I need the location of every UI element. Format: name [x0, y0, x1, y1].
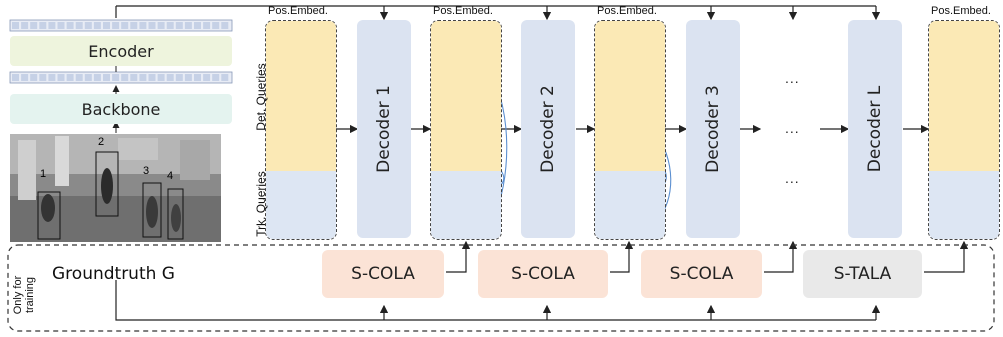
decoder-l: Decoder L	[848, 20, 902, 238]
token-cell	[221, 74, 229, 81]
token-cell	[39, 74, 47, 81]
decoder-2-label: Decoder 2	[538, 85, 559, 173]
token-cell	[166, 22, 174, 29]
s-tala-module: S-TALA	[803, 250, 922, 298]
token-cell	[39, 22, 47, 29]
s-tala-label: S-TALA	[833, 264, 892, 284]
backbone-box: Backbone	[10, 94, 232, 124]
token-cell	[21, 74, 29, 81]
backbone-label: Backbone	[81, 99, 161, 119]
encoder-label: Encoder	[88, 41, 154, 61]
det-queries-label: Det. Queries	[254, 63, 268, 131]
token-cell	[66, 22, 74, 29]
decoder-1-label: Decoder 1	[374, 85, 395, 173]
token-cell	[48, 22, 56, 29]
token-cell	[93, 74, 101, 81]
decoder-2: Decoder 2	[521, 20, 575, 238]
query-group-4	[928, 20, 1000, 240]
s-cola-module-2: S-COLA	[478, 250, 608, 298]
token-cell	[103, 22, 110, 29]
pos-embed-label-1: Pos.Embed.	[268, 5, 328, 17]
token-cell	[112, 74, 120, 81]
query-group-1	[265, 20, 337, 240]
token-cell	[30, 74, 38, 81]
token-cell	[203, 74, 211, 81]
encoder-box: Encoder	[10, 36, 232, 66]
token-cell	[203, 22, 211, 29]
token-cell	[130, 22, 138, 29]
token-cell	[75, 22, 83, 29]
frame-id-4: 4	[167, 170, 174, 182]
decoder-l-label: Decoder L	[865, 85, 886, 173]
token-strip-mid	[9, 71, 233, 84]
token-cell	[75, 74, 83, 81]
token-cell	[184, 74, 192, 81]
token-cell	[175, 74, 183, 81]
ellipsis-bot: ...	[785, 170, 800, 186]
encoder-memory-lines	[115, 5, 881, 21]
token-cell	[139, 74, 147, 81]
token-cell	[212, 22, 220, 29]
s-cola-module-1: S-COLA	[322, 250, 444, 298]
token-cell	[148, 74, 156, 81]
token-cell	[112, 22, 120, 29]
token-cell	[57, 22, 65, 29]
ellipsis-top: ...	[785, 70, 800, 86]
token-cell	[130, 74, 138, 81]
token-cell	[93, 22, 101, 29]
s-cola-2-label: S-COLA	[511, 264, 575, 284]
trk-queries-label: Trk. Queries	[254, 171, 268, 237]
token-cell	[175, 22, 183, 29]
token-cell	[139, 22, 147, 29]
token-strip-top	[9, 19, 233, 32]
token-cell	[84, 74, 92, 81]
token-cell	[157, 22, 165, 29]
frame-id-2: 2	[98, 136, 105, 148]
query-group-2	[430, 20, 502, 240]
s-cola-3-label: S-COLA	[669, 264, 734, 284]
frame-id-1: 1	[40, 168, 47, 180]
token-cell	[66, 74, 74, 81]
token-cell	[121, 74, 129, 81]
token-cell	[194, 74, 201, 81]
decoder-3: Decoder 3	[686, 20, 740, 238]
pos-embed-label-4: Pos.Embed.	[931, 5, 991, 17]
s-cola-module-3: S-COLA	[641, 250, 762, 298]
token-cell	[12, 22, 19, 29]
token-cell	[212, 74, 220, 81]
ellipsis-mid: ...	[785, 120, 800, 136]
token-cell	[103, 74, 110, 81]
decoder-1: Decoder 1	[357, 20, 411, 238]
pos-embed-label-2: Pos.Embed.	[433, 5, 493, 17]
token-cell	[48, 74, 56, 81]
token-cell	[12, 74, 19, 81]
token-cell	[166, 74, 174, 81]
token-cell	[21, 22, 29, 29]
pos-embed-label-3: Pos.Embed.	[597, 5, 657, 17]
token-cell	[194, 22, 201, 29]
token-cell	[30, 22, 38, 29]
token-cell	[157, 74, 165, 81]
training-lines	[115, 240, 969, 321]
frame-id-3: 3	[143, 165, 150, 177]
only-training-label: Only for training	[12, 275, 36, 315]
s-cola-1-label: S-COLA	[351, 264, 415, 284]
token-cell	[184, 22, 192, 29]
query-group-3	[594, 20, 666, 240]
decoder-3-label: Decoder 3	[703, 85, 724, 173]
scene-image	[10, 134, 221, 242]
token-cell	[84, 22, 92, 29]
token-cell	[148, 22, 156, 29]
token-cell	[57, 74, 65, 81]
groundtruth-label: Groundtruth G	[52, 264, 175, 284]
token-cell	[221, 22, 229, 29]
token-cell	[121, 22, 129, 29]
